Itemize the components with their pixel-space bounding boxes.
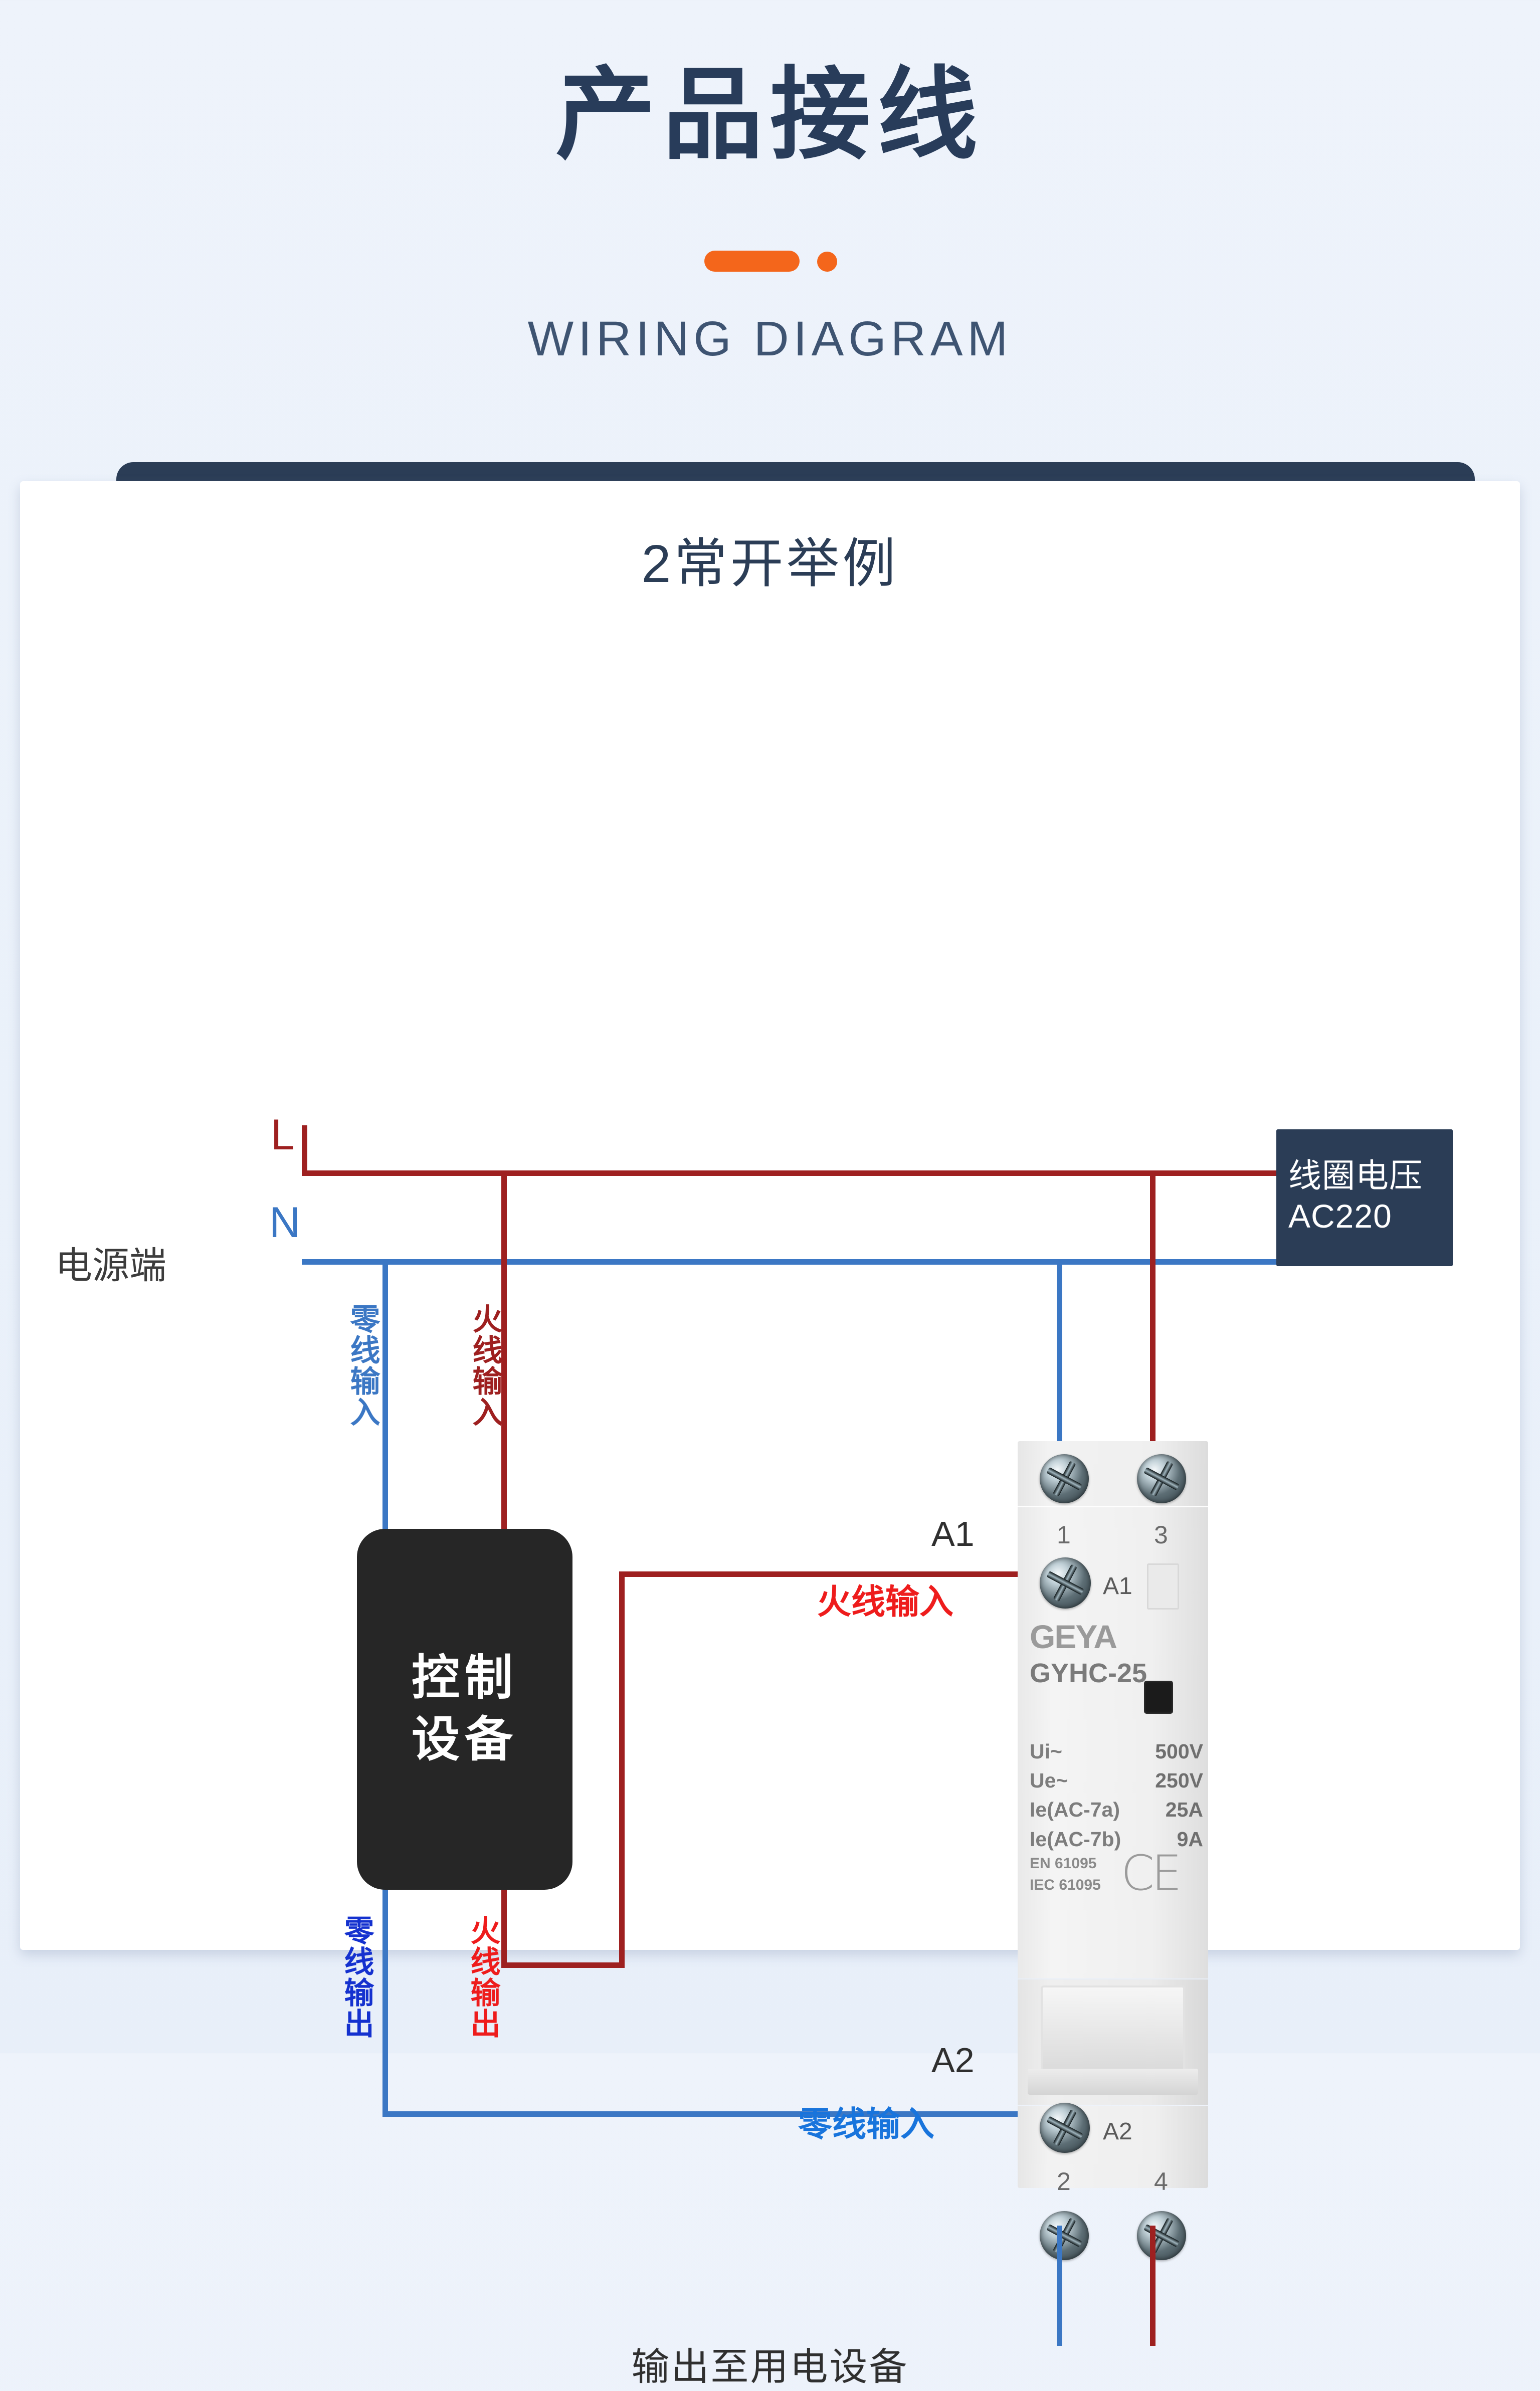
neutral-in-to-a2 <box>382 2111 1069 2117</box>
neutral-bus-horizontal <box>302 1259 1280 1265</box>
indicator-window-top <box>1147 1563 1179 1610</box>
brand-block: GEYA GYHC-25 <box>1030 1618 1200 1689</box>
spec-value: 250V <box>1155 1769 1203 1792</box>
spec-table: Ui~ 500V Ue~ 250V Ie(AC-7a) 25A Ie(AC-7b… <box>1030 1737 1203 1854</box>
screw-terminal-1[interactable] <box>1040 1454 1089 1503</box>
annotation-null-output-vertical: 零线输出 <box>340 1915 373 2039</box>
callout-a2: A2 <box>931 2041 975 2080</box>
coil-voltage-label: 线圈电压 <box>1288 1157 1423 1194</box>
live-output-wire <box>1150 2226 1156 2346</box>
ce-mark-icon: CE <box>1121 1845 1182 1901</box>
power-source-label: 电源端 <box>55 1245 166 1286</box>
standard-iec: IEC 61095 <box>1030 1876 1101 1893</box>
spec-row: Ui~ 500V <box>1030 1737 1203 1766</box>
neutral-output-wire <box>1057 2226 1062 2346</box>
spec-name: Ui~ <box>1030 1740 1062 1763</box>
spec-name: Ie(AC-7b) <box>1030 1827 1121 1851</box>
screw-terminal-4[interactable] <box>1137 2211 1186 2260</box>
screw-terminal-2[interactable] <box>1040 2211 1089 2260</box>
contactor-device[interactable]: 1 3 A1 GEYA GYHC-25 Ui~ 500V Ue~ 250V Ie… <box>1018 1441 1208 2260</box>
terminal-code-a1: A1 <box>1103 1573 1132 1600</box>
neutral-drop-to-terminal-1 <box>1057 1259 1062 1490</box>
terminal-number-2: 2 <box>1057 2167 1071 2196</box>
standard-en: EN 61095 <box>1030 1855 1097 1872</box>
page-title: 产品接线 <box>555 59 985 171</box>
spec-value: 9A <box>1177 1827 1203 1851</box>
page-header: 产品接线 WIRING DIAGRAM <box>0 0 1540 451</box>
terminal-label-N: N <box>269 1199 301 1247</box>
status-indicator-window <box>1144 1681 1173 1714</box>
live-out-from-control-device <box>501 1885 507 1967</box>
output-note: 输出至用电设备 <box>631 2346 909 2388</box>
din-rail-clip <box>1041 1985 1185 2074</box>
spec-value: 25A <box>1165 1798 1203 1822</box>
diagram-title: 2常开举例 <box>641 534 899 593</box>
title-underline-bar <box>704 251 800 272</box>
spec-value: 500V <box>1155 1740 1203 1763</box>
terminal-label-L: L <box>271 1111 295 1159</box>
brand-logo-text: GEYA <box>1030 1618 1117 1655</box>
annotation-live-input-vertical: 火线输入 <box>468 1303 502 1428</box>
annotation-live-output-vertical: 火线输出 <box>466 1915 500 2039</box>
standards-block: EN 61095 IEC 61095 <box>1030 1853 1101 1896</box>
terminal-number-3: 3 <box>1154 1521 1168 1549</box>
spec-row: Ie(AC-7a) 25A <box>1030 1795 1203 1824</box>
coil-voltage-badge: 线圈电压 AC220 <box>1276 1129 1453 1266</box>
title-underline-dot <box>817 252 837 272</box>
terminal-code-a2: A2 <box>1103 2118 1132 2145</box>
din-rail-clip-lip <box>1028 2069 1198 2095</box>
live-in-to-a1 <box>619 1571 1070 1577</box>
screw-terminal-a1[interactable] <box>1040 1557 1091 1609</box>
live-out-rise-to-a1 <box>619 1571 625 1967</box>
annotation-live-input-a1: 火线输入 <box>817 1583 954 1621</box>
control-device-box[interactable]: 控制 设备 <box>357 1529 572 1890</box>
wiring-diagram-card: 2常开举例 电源端 L N 控制 设备 零线输入 火线输入 零线输出 火线输出 … <box>20 481 1520 2388</box>
spec-name: Ie(AC-7a) <box>1030 1798 1120 1822</box>
control-device-label-line1: 控制 <box>412 1651 518 1705</box>
annotation-null-input-vertical: 零线输入 <box>346 1303 379 1428</box>
spec-name: Ue~ <box>1030 1769 1068 1792</box>
model-number: GYHC-25 <box>1030 1658 1147 1688</box>
screw-terminal-3[interactable] <box>1137 1454 1186 1503</box>
terminal-number-4: 4 <box>1154 2167 1168 2196</box>
live-drop-to-control-device <box>501 1170 507 1531</box>
page-subtitle: WIRING DIAGRAM <box>527 311 1013 366</box>
control-device-label-line2: 设备 <box>412 1713 518 1766</box>
spec-row: Ie(AC-7b) 9A <box>1030 1825 1203 1854</box>
live-bus-elbow-vertical <box>302 1125 307 1175</box>
annotation-null-input-a2: 零线输入 <box>798 2105 935 2143</box>
spec-row: Ue~ 250V <box>1030 1766 1203 1795</box>
coil-voltage-value: AC220 <box>1288 1197 1392 1235</box>
screw-terminal-a2[interactable] <box>1040 2103 1090 2153</box>
live-bus-horizontal <box>302 1170 1280 1176</box>
callout-a1: A1 <box>931 1514 975 1553</box>
live-out-run-right <box>501 1962 625 1968</box>
live-drop-to-terminal-3 <box>1150 1170 1156 1490</box>
terminal-number-1: 1 <box>1057 1521 1071 1549</box>
